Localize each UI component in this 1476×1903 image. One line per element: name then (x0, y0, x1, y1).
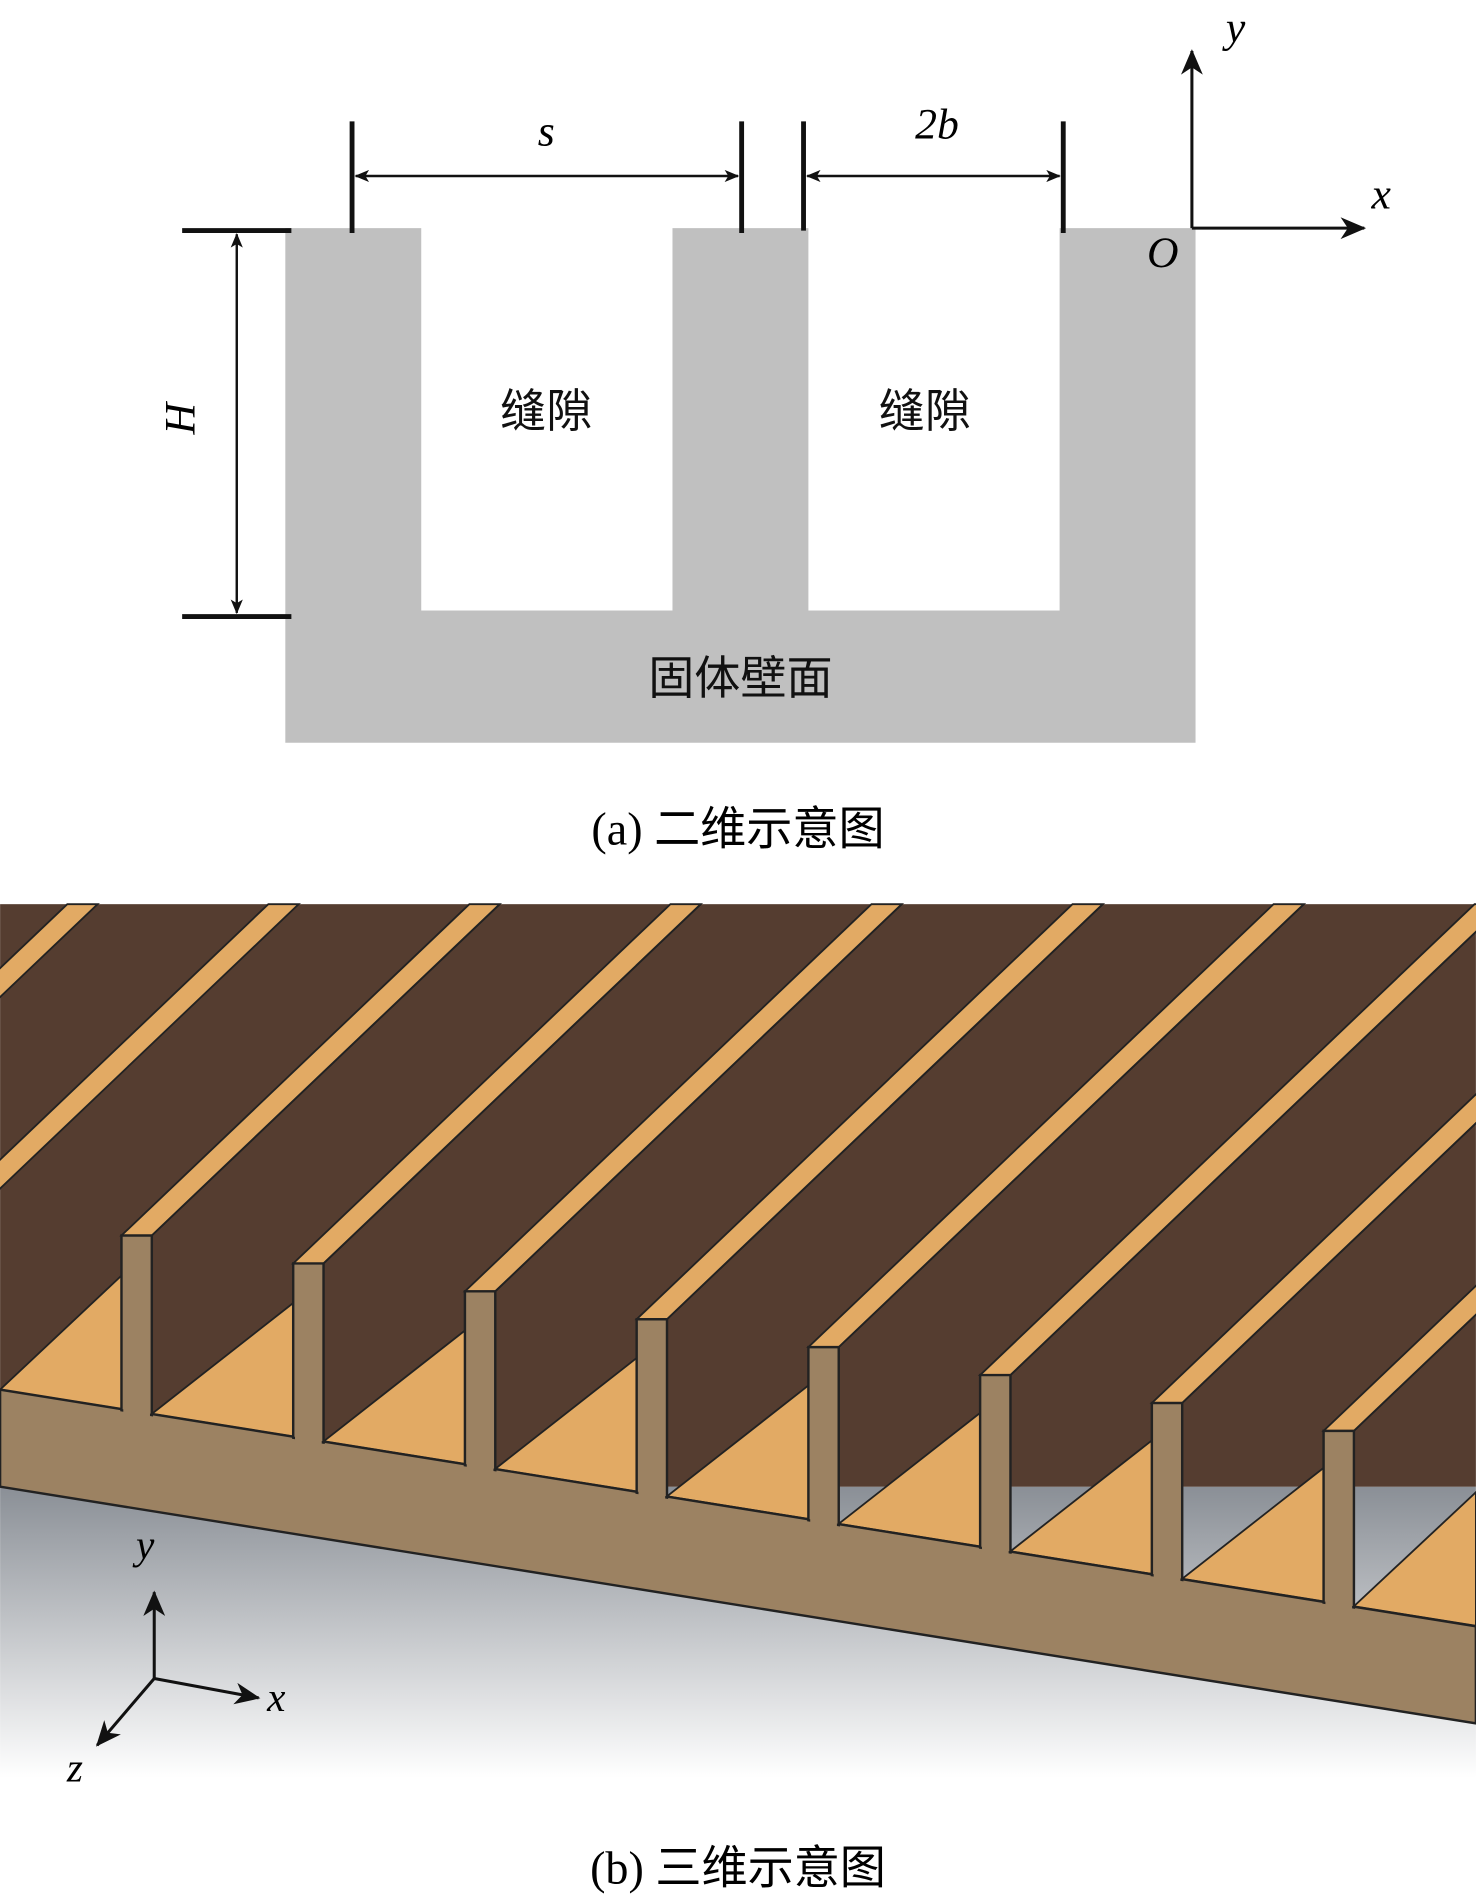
wall-label: 固体壁面 (648, 651, 832, 705)
fin-edge (1009, 930, 1476, 1376)
fin-array (0, 903, 1476, 1627)
fin-front-face (807, 1345, 840, 1527)
fin-base-joint (810, 1516, 837, 1527)
fin-base-joint (295, 1434, 322, 1444)
fin-front-face (635, 1318, 669, 1499)
panel-a-2d-diagram: 缝隙 缝隙 固体壁面 s 2b H y x O (a) 二维示意图 (156, 3, 1391, 854)
dim-H-label: H (156, 400, 204, 435)
x-axis-3d-arrow (153, 1676, 261, 1705)
caption-b: (b) 三维示意图 (590, 1843, 886, 1894)
slot-label-2: 缝隙 (879, 384, 971, 438)
caption-a: (a) 二维示意图 (591, 804, 884, 855)
fin-base-joint (1153, 1571, 1181, 1582)
dim-2b-label: 2b (915, 100, 959, 148)
fin-base-joint (981, 1544, 1009, 1554)
fin-edge (1353, 1313, 1476, 1432)
solid-wall (285, 228, 1196, 743)
fin-base-joint (123, 1406, 150, 1417)
fin-front-face (120, 1234, 154, 1417)
fin-edge (838, 903, 1305, 1348)
dimension-ticks (182, 121, 1066, 619)
z-axis-3d-arrow (96, 1677, 156, 1747)
fin-base-joint (466, 1461, 494, 1472)
fin-front-face (1322, 1429, 1356, 1609)
fin-top-stripe (0, 903, 100, 999)
fin-edge (666, 903, 1104, 1320)
z-axis-3d-label: z (66, 1745, 83, 1791)
fin-front-face (1150, 1401, 1184, 1582)
fin-base-joint (1325, 1598, 1353, 1609)
y-axis-3d-label: y (132, 1521, 155, 1567)
fin-front-face (978, 1373, 1012, 1554)
fin-top-stripe (0, 903, 301, 1190)
fin-edge (322, 903, 702, 1265)
x-axis-3d-label: x (266, 1674, 285, 1720)
origin-label: O (1147, 229, 1179, 277)
axes-3d: y x z (66, 1521, 286, 1790)
fin-fronts (120, 1234, 1356, 1609)
fin-front-face (463, 1290, 497, 1472)
fin-base-joint (638, 1489, 666, 1499)
fin-front-face (291, 1262, 325, 1445)
fin-edge (151, 903, 501, 1237)
fin-edge (494, 903, 903, 1292)
x-axis-label: x (1371, 171, 1392, 219)
fin-edge (1181, 1121, 1476, 1404)
dim-s-label: s (538, 108, 555, 156)
panel-b-3d-diagram: y x z (b) 三维示意图 (0, 903, 1476, 1894)
y-axis-label: y (1222, 3, 1246, 51)
slot-label-1: 缝隙 (500, 384, 592, 438)
